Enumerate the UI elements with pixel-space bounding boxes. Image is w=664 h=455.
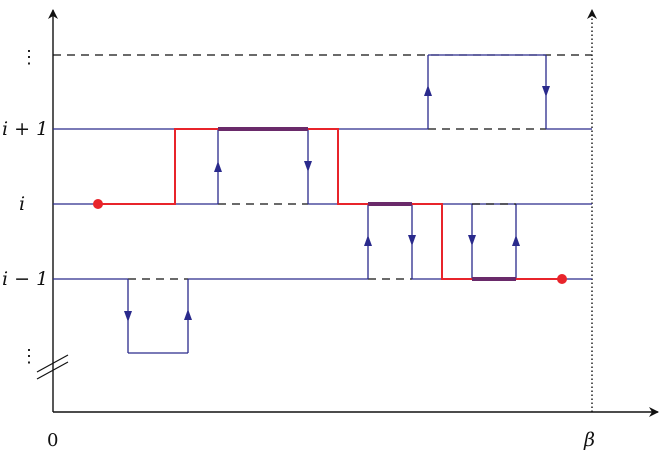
down-arrow-icon: [468, 235, 476, 246]
excursion-i-to-i-plus-1: [214, 129, 312, 204]
y-label-top-dots: ⋮: [20, 47, 38, 68]
up-arrow-icon: [214, 161, 222, 172]
down-arrow-icon: [542, 86, 550, 97]
lower-excursion: [124, 279, 192, 354]
down-arrow-icon: [408, 235, 416, 246]
y-label-i-minus-1: i − 1: [2, 268, 48, 290]
up-arrow-icon: [184, 309, 192, 320]
up-arrow-icon: [424, 85, 432, 96]
up-arrow-icon: [364, 235, 372, 246]
x-label-beta: β: [583, 429, 595, 451]
start-marker: [93, 199, 103, 209]
down-arrow-icon: [304, 161, 312, 172]
red-path: [98, 128, 562, 280]
down-arrow-icon: [124, 311, 132, 322]
y-label-i-plus-1: i + 1: [2, 118, 48, 140]
y-label-bottom-dots: ⋮: [20, 346, 38, 367]
end-marker: [557, 274, 567, 284]
axis-break-mark-1: [36, 354, 69, 373]
upper-excursion: [424, 54, 550, 129]
x-label-zero: 0: [47, 430, 58, 451]
excursion-i-minus-1-to-i: [364, 203, 520, 279]
axis-break-mark-2: [36, 361, 69, 380]
up-arrow-icon: [512, 235, 520, 246]
y-label-i: i: [19, 193, 25, 215]
